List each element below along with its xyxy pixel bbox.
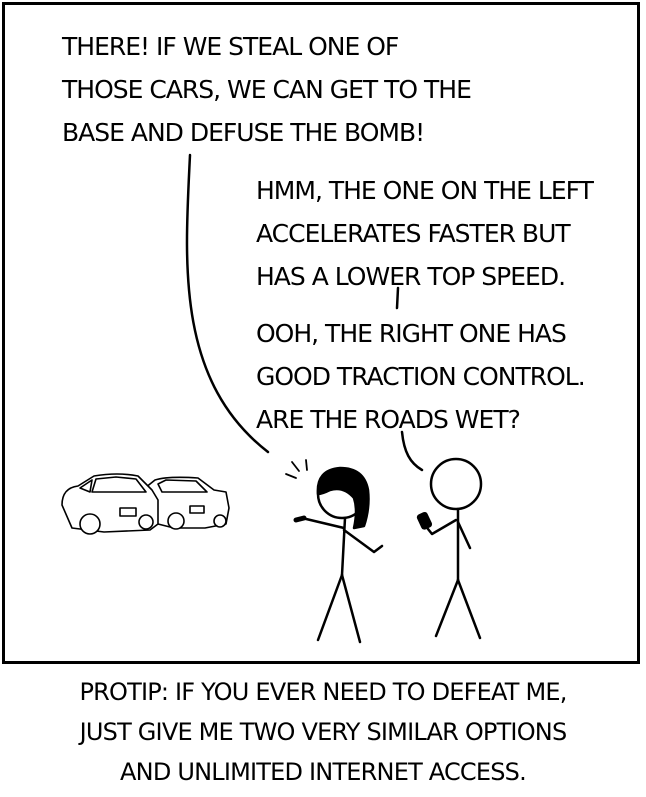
speech-tail-left xyxy=(185,153,270,454)
car-icon xyxy=(61,473,230,535)
speech-tail-right xyxy=(400,430,424,472)
speech-bubble-text: OOH, THE RIGHT ONE HAS GOOD TRACTION CON… xyxy=(256,319,586,434)
stick-figure-icon xyxy=(416,457,483,640)
speech-bubble-text: THERE! IF WE STEAL ONE OF THOSE CARS, WE… xyxy=(62,32,472,147)
speech-bubble-text: HMM, THE ONE ON THE LEFT ACCELERATES FAS… xyxy=(256,176,594,291)
stick-figure-icon xyxy=(285,459,384,644)
comic-panel xyxy=(2,2,640,664)
comic-caption: PROTIP: IF YOU EVER NEED TO DEFEAT ME, J… xyxy=(79,678,567,786)
phone-icon xyxy=(416,511,433,530)
speech-tail-mid xyxy=(395,286,400,310)
